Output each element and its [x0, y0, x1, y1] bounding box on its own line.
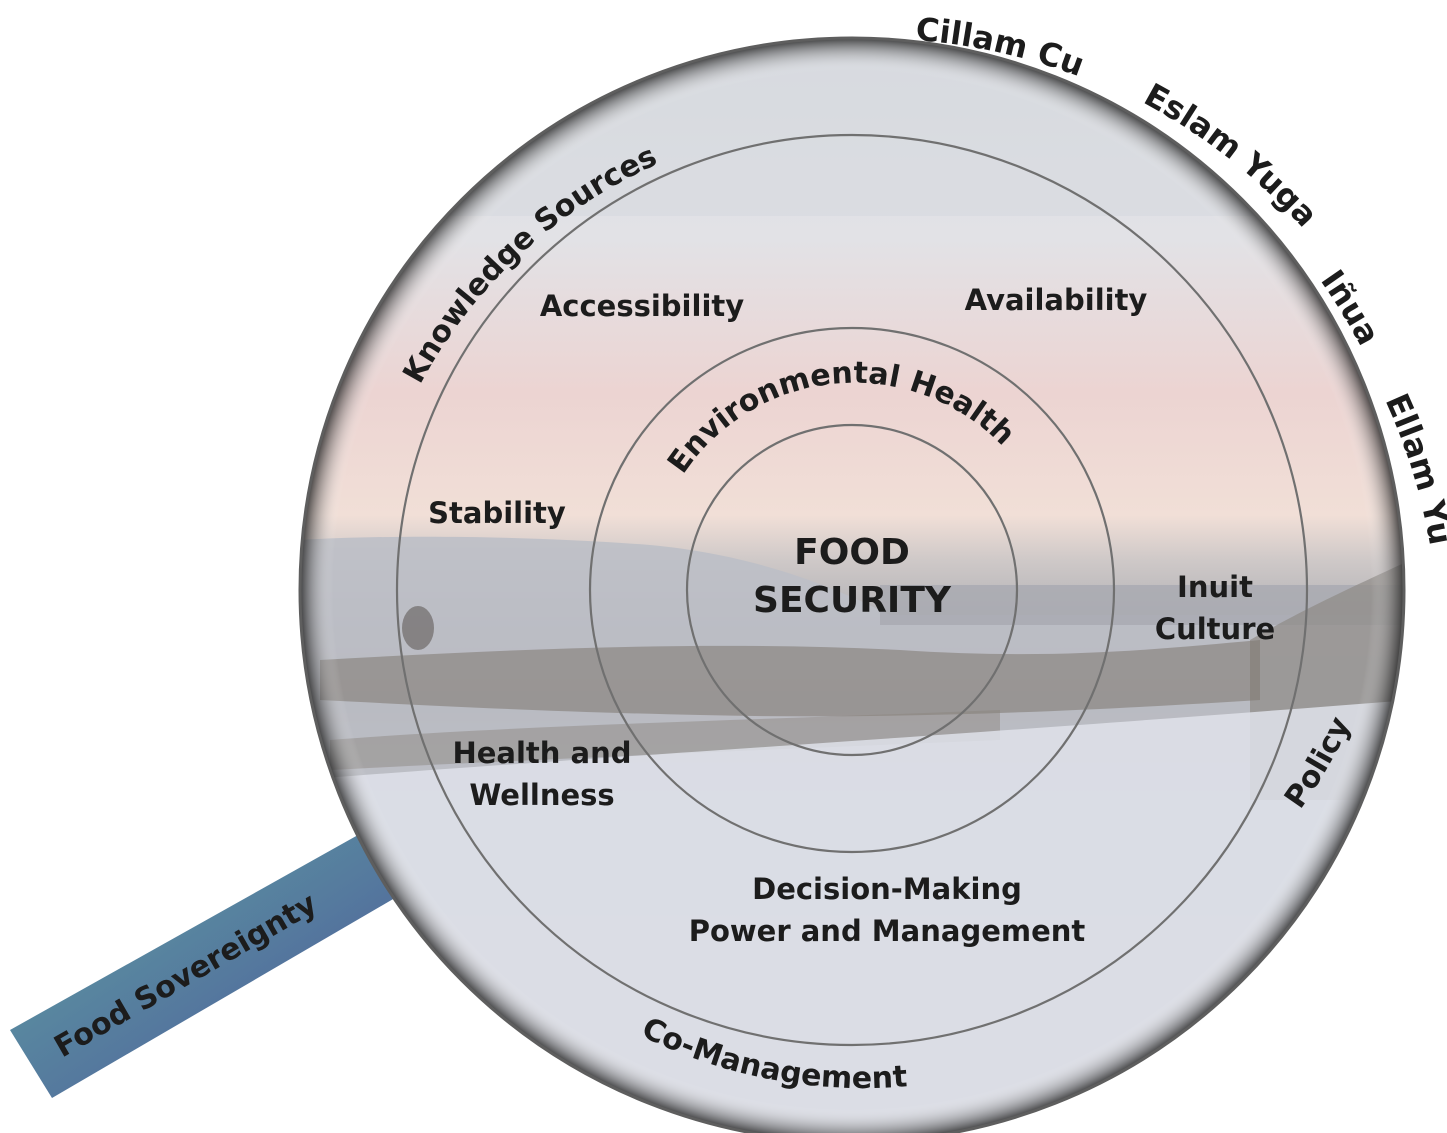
- inuit-culture-label-line2: Culture: [1155, 612, 1275, 646]
- availability-label: Availability: [965, 283, 1148, 317]
- concentric-rings: [298, 36, 1406, 1133]
- outer-ring: [395, 133, 1309, 1047]
- outer-disc-edge: [298, 36, 1406, 1133]
- decision-making-label-line2: Power and Management: [689, 914, 1086, 948]
- health-wellness-label-line2: Wellness: [469, 778, 614, 812]
- food-security-label-line1: FOOD: [794, 532, 910, 573]
- landscape-background: [300, 38, 1404, 1133]
- food-sovereignty-label: Food Sovereignty: [49, 886, 324, 1065]
- inner-ring: [685, 423, 1019, 757]
- accessibility-label: Accessibility: [540, 289, 744, 323]
- stability-label: Stability: [428, 496, 566, 530]
- decision-making-label-line1: Decision-Making: [752, 872, 1022, 906]
- health-wellness-label-line1: Health and: [452, 736, 631, 770]
- food-sovereignty-handle: Food Sovereignty: [10, 835, 400, 1098]
- inuit-culture-label-line1: Inuit: [1177, 570, 1253, 604]
- food-security-label-line2: SECURITY: [753, 580, 952, 621]
- middle-ring: [588, 326, 1116, 854]
